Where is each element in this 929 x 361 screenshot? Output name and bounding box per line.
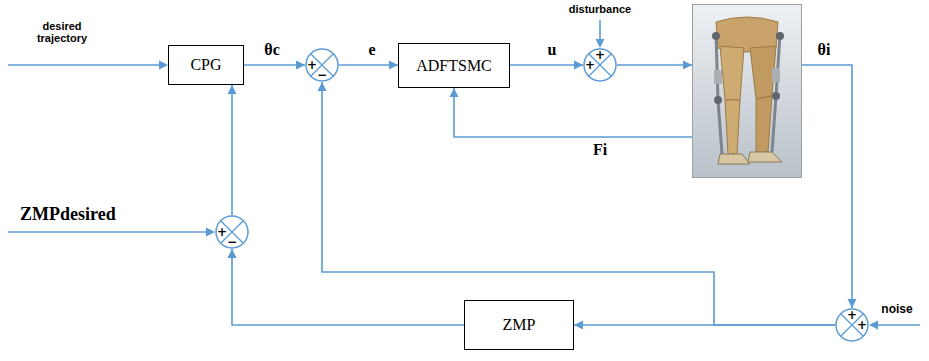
foot-shape (718, 154, 750, 164)
junction-circle (216, 216, 248, 248)
hip-joint (712, 32, 720, 40)
signal-connector (228, 85, 237, 215)
sign-symbol: − (316, 69, 328, 81)
signal-connector (244, 61, 305, 70)
sign-symbol: + (856, 319, 868, 331)
arrow-head (450, 88, 459, 97)
exoskeleton-plant (692, 4, 802, 178)
signal-connector (574, 321, 835, 330)
shank-shape (725, 100, 740, 154)
sign-symbol: − (226, 236, 238, 248)
signal-connector (510, 61, 583, 70)
junction-circle (306, 49, 338, 81)
signal-connector (339, 61, 398, 70)
summing-junction: +− (305, 48, 339, 82)
connector-line (617, 64, 692, 66)
arrow-head (574, 61, 583, 70)
connector-line (231, 85, 233, 215)
summing-junction: ++ (835, 308, 869, 342)
arrow-head (318, 82, 327, 91)
disturbance-label: disturbance (560, 3, 640, 15)
sign-symbol: + (306, 59, 318, 71)
connector-line (454, 88, 692, 137)
block-name: ADFTSMC (416, 57, 492, 75)
noise-wire (877, 324, 920, 326)
cpg-block: CPG (168, 45, 244, 85)
arrow-head (159, 61, 168, 70)
connector-line (574, 324, 835, 326)
arrow-head (683, 61, 692, 70)
foot-shape (748, 152, 782, 162)
sign-symbol: + (594, 49, 606, 61)
signal-connector (802, 65, 857, 308)
signal-name: θc (262, 41, 281, 59)
summing-junction: ++ (583, 48, 617, 82)
arrow-head (848, 299, 857, 308)
sign-symbol: + (846, 309, 858, 321)
exo-frame (716, 34, 722, 154)
signal-name: u (546, 41, 559, 59)
junction-circle (584, 49, 616, 81)
arrow-head (574, 321, 583, 330)
thigh-shape (720, 46, 744, 100)
signal-connector (228, 249, 465, 325)
connector-line (510, 64, 583, 66)
exoskeleton-figure (692, 4, 802, 178)
exo-frame (772, 34, 780, 152)
block-name: CPG (190, 56, 221, 74)
signal-name: θi (816, 41, 833, 59)
photo-ground (692, 4, 802, 178)
strap (772, 68, 780, 82)
connector-line (232, 249, 464, 325)
knee-joint (714, 96, 722, 104)
sign-symbol: + (216, 226, 228, 238)
controller-block: ADFTSMC (398, 43, 510, 88)
connector-line (802, 65, 852, 308)
arrow-head (228, 85, 237, 94)
arrow-head (389, 61, 398, 70)
shank-shape (756, 96, 772, 152)
signal-name: e (366, 41, 377, 59)
reference-label: ZMPdesired (20, 204, 170, 225)
input-wire (8, 64, 160, 66)
junction-circle (836, 309, 868, 341)
strap (714, 70, 722, 84)
arrow-head (596, 39, 605, 48)
block-name: ZMP (503, 316, 536, 334)
signal-name: Fi (591, 141, 609, 159)
arrow-head (228, 249, 237, 258)
signal-connector (450, 88, 693, 137)
reference-wire (8, 231, 207, 233)
connector-line (244, 64, 305, 66)
disturbance-wire (599, 20, 601, 40)
knee-joint (772, 92, 780, 100)
arrow-head (206, 228, 215, 237)
sign-symbol: + (584, 59, 596, 71)
arrow-head (296, 61, 305, 70)
zmp-block: ZMP (464, 300, 574, 350)
connector-line (322, 82, 835, 325)
input-label: desired trajectory (22, 20, 102, 44)
arrow-head (869, 321, 878, 330)
hip-joint (776, 32, 784, 40)
signal-connector (617, 61, 692, 70)
summing-junction: +− (215, 215, 249, 249)
signal-connector (318, 82, 836, 325)
noise-label: noise (872, 302, 922, 316)
